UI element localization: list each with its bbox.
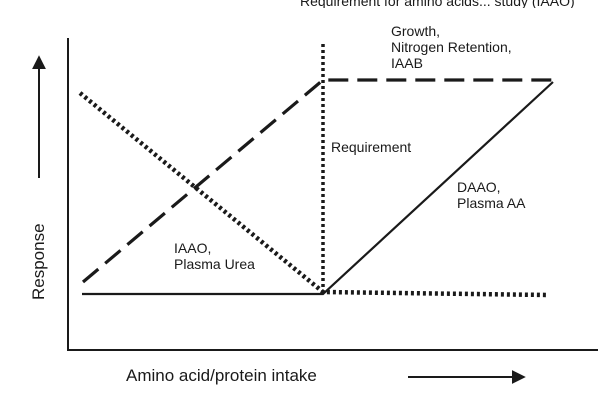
label-requirement: Requirement [331,139,411,155]
label-growth: Growth, Nitrogen Retention, IAAB [391,23,516,71]
label-iaao: IAAO, Plasma Urea [174,240,255,272]
cropped-header: Requirement for amino acids... study (IA… [300,0,575,9]
cropped-header-text: Requirement for amino acids... study (IA… [300,0,575,9]
label-iaao-line-1: IAAO, [174,240,211,256]
label-daao-line-1: DAAO, [457,179,501,195]
y-axis-label: Response [29,223,48,300]
label-iaao-line-2: Plasma Urea [174,256,255,272]
label-daao: DAAO, Plasma AA [457,179,526,211]
series-growth-dashed [81,78,553,284]
label-daao-line-2: Plasma AA [457,195,526,211]
label-growth-line-3: IAAB [391,55,423,71]
label-growth-line-2: Nitrogen Retention, [391,39,512,55]
label-growth-line-1: Growth, [391,23,440,39]
x-axis-label: Amino acid/protein intake [126,366,317,385]
series-daao-solid [82,81,554,296]
